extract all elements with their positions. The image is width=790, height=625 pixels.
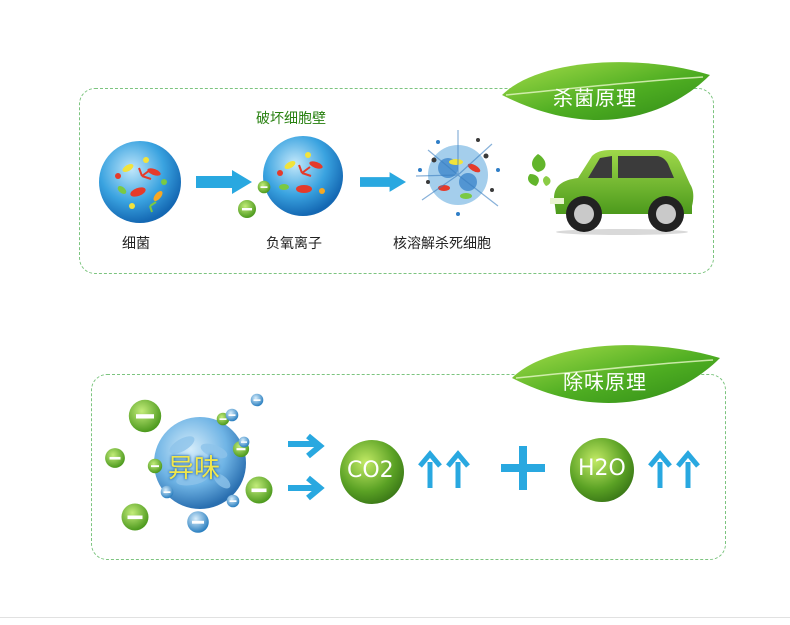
up-arrow-icon xyxy=(648,452,702,488)
arrow-right-icon xyxy=(288,436,332,456)
bacteria-sphere-icon xyxy=(98,140,182,224)
plus-icon xyxy=(501,446,545,490)
negative-ion-icon xyxy=(186,510,210,534)
step-label-negative-ions: 负氧离子 xyxy=(266,233,322,253)
car-icon xyxy=(548,148,696,236)
negative-ion-icon xyxy=(160,485,174,499)
step-label-nuclear-dissolution: 核溶解杀死细胞 xyxy=(393,233,491,253)
step-label-bacteria: 细菌 xyxy=(122,233,150,253)
co2-label: CO2 xyxy=(347,458,394,483)
odor-label: 异味 xyxy=(168,448,220,485)
arrow-right-icon xyxy=(288,478,332,498)
arrow-right-icon xyxy=(360,170,406,194)
h2o-label: H2O xyxy=(578,456,626,481)
exploded-cell-icon xyxy=(408,120,508,225)
negative-ion-icon xyxy=(147,458,163,474)
negative-ion-icon xyxy=(225,408,239,422)
negative-ion-icon xyxy=(238,436,250,448)
negative-ion-icon xyxy=(226,494,240,508)
negative-ion-icon xyxy=(127,398,163,434)
sterilization-title: 杀菌原理 xyxy=(553,82,637,111)
bottom-divider xyxy=(0,617,790,618)
negative-ion-icon xyxy=(250,393,264,407)
negative-ion-icon xyxy=(237,199,257,219)
deodorization-title: 除味原理 xyxy=(563,366,647,395)
negative-ion-icon xyxy=(120,502,150,532)
arrow-right-icon xyxy=(196,170,252,194)
bacteria-sphere-icon xyxy=(262,135,344,217)
step-top-label: 破坏细胞壁 xyxy=(256,108,326,128)
negative-ion-icon xyxy=(244,475,274,505)
up-arrow-icon xyxy=(418,452,472,488)
negative-ion-icon xyxy=(257,180,271,194)
negative-ion-icon xyxy=(104,447,126,469)
